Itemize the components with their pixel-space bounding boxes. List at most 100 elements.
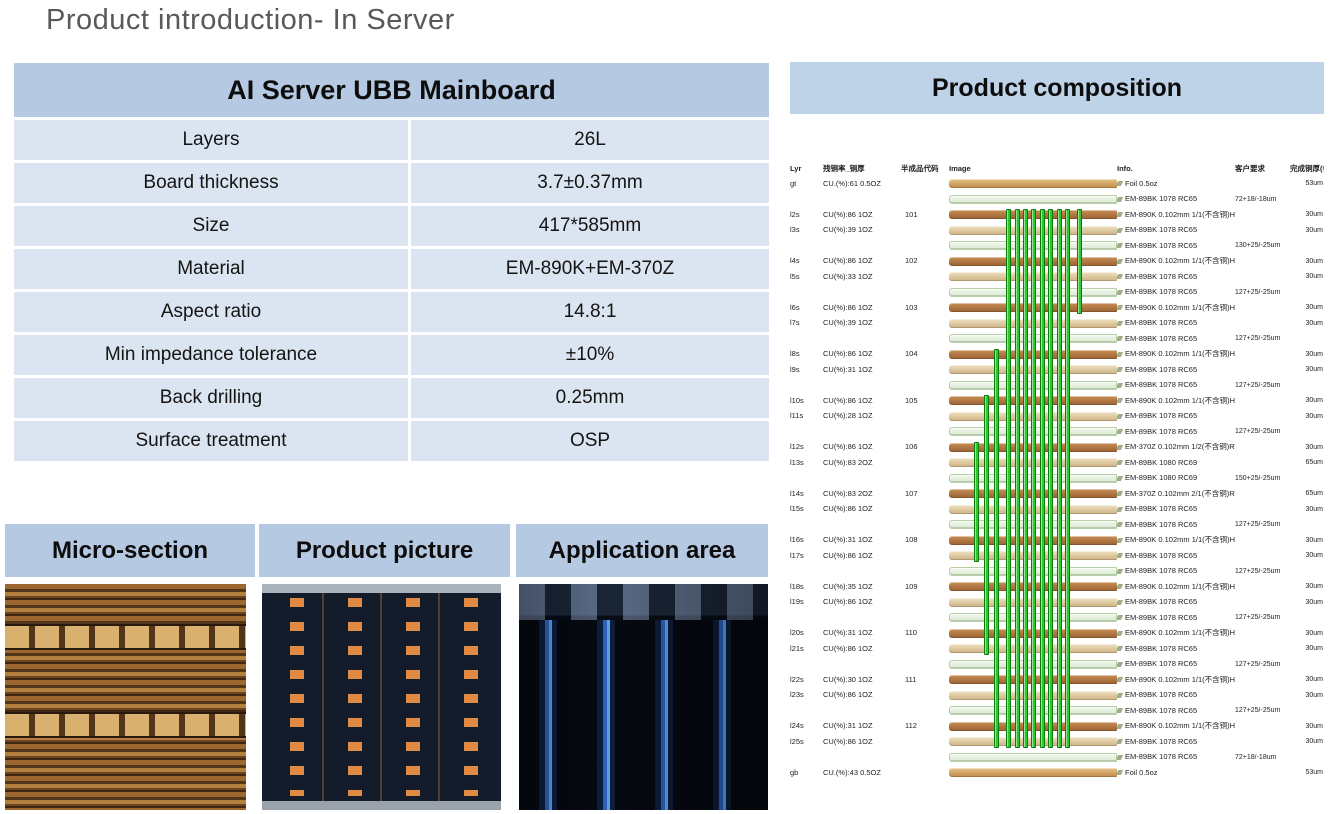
panel-header-application-area: Application area — [516, 524, 768, 577]
stackup-layer-name: l6s — [790, 303, 800, 312]
stackup-layer-bar — [949, 179, 1117, 189]
stackup-copper-ratio: CU(%):86 1OZ — [823, 443, 873, 452]
stackup-semi-product-code: 111 — [905, 675, 917, 684]
stackup-semi-product-code: 107 — [905, 489, 918, 498]
stackup-material-info: EM-89BK 1078 RC65 — [1117, 738, 1235, 746]
stackup-copper-ratio: CU.(%):43 0.5OZ — [823, 768, 881, 777]
stackup-customer-requirement: 72+18/-18um — [1235, 753, 1277, 761]
stackup-copper-ratio: CU(%):33 1OZ — [823, 272, 873, 281]
composition-title: Product composition — [790, 62, 1324, 114]
stackup-material-info: EM-89BK 1078 RC65 — [1117, 552, 1235, 560]
stackup-material-info: EM-89BK 1078 RC65 — [1117, 195, 1235, 203]
stackup-material-info: EM-89BK 1078 RC65 — [1117, 335, 1235, 343]
stackup-copper-ratio: CU(%):86 1OZ — [823, 350, 873, 359]
stackup-layer-bar-cell — [949, 752, 1117, 762]
stackup-finished-thickness: 30um — [1305, 304, 1323, 312]
micro-section-copper-band — [5, 624, 246, 650]
stackup-copper-ratio: CU(%):83 2OZ — [823, 489, 873, 498]
stackup-material-info: EM-89BK 1078 RC65 — [1117, 691, 1235, 699]
stackup-copper-ratio: CU(%):86 1OZ — [823, 644, 873, 653]
stackup-copper-ratio: CU(%):86 1OZ — [823, 257, 873, 266]
stackup-copper-ratio: CU(%):31 1OZ — [823, 722, 873, 731]
stackup-finished-thickness: 30um — [1305, 691, 1323, 699]
stackup-layer-name: l2s — [790, 210, 800, 219]
pcb-component-column — [464, 597, 478, 797]
stackup-material-info: EM-89BK 1078 RC65 — [1117, 319, 1235, 327]
stackup-copper-ratio: CU(%):86 1OZ — [823, 551, 873, 560]
stackup-layer-bar-cell — [949, 768, 1117, 778]
stackup-finished-thickness: 30um — [1305, 536, 1323, 544]
stackup-semi-product-code: 108 — [905, 536, 918, 545]
stackup-semi-product-code: 110 — [905, 629, 917, 638]
stackup-copper-ratio: CU(%):39 1OZ — [823, 226, 873, 235]
via-bar — [994, 348, 1000, 748]
pcb-component-column — [290, 597, 304, 797]
stackup-semi-product-code: 106 — [905, 443, 918, 452]
stackup-copper-ratio: CU.(%):61 0.5OZ — [823, 179, 881, 188]
stackup-finished-thickness: 30um — [1305, 211, 1323, 219]
spec-label: Board thickness — [14, 163, 408, 203]
stackup-copper-ratio: CU(%):28 1OZ — [823, 412, 873, 421]
product-picture-image — [262, 584, 501, 810]
spec-label: Layers — [14, 120, 408, 160]
stackup-copper-ratio: CU(%):86 1OZ — [823, 691, 873, 700]
stackup-material-info: EM-890K 0.102mm 1/1(不含铜)HVLP — [1117, 536, 1235, 544]
stackup-layer-name: l11s — [790, 412, 804, 421]
spec-label: Back drilling — [14, 378, 408, 418]
stackup-material-info: EM-89BK 1078 RC65 — [1117, 412, 1235, 420]
stackup-finished-thickness: 53um — [1305, 180, 1323, 188]
stackup-material-info: EM-890K 0.102mm 1/1(不含铜)HVLP — [1117, 583, 1235, 591]
stackup-finished-thickness: 65um — [1305, 490, 1323, 498]
stackup-layer-name: gb — [790, 768, 799, 777]
via-bar — [1039, 209, 1045, 748]
via-bar — [1076, 209, 1082, 314]
spec-value: 14.8:1 — [411, 292, 769, 332]
stackup-layer-name: l4s — [790, 257, 800, 266]
stackup-layer-bar — [949, 194, 1117, 204]
stackup-material-info: EM-89BK 1078 RC65 — [1117, 288, 1235, 296]
stackup-finished-thickness: 30um — [1305, 505, 1323, 513]
stackup-finished-thickness: 30um — [1305, 645, 1323, 653]
stackup-semi-product-code: 104 — [905, 350, 918, 359]
stackup-layer-name: l13s — [790, 458, 804, 467]
stackup-copper-ratio: CU(%):86 1OZ — [823, 737, 873, 746]
stackup-semi-product-code: 102 — [905, 257, 918, 266]
stackup-semi-product-code: 109 — [905, 582, 918, 591]
stackup-finished-thickness: 30um — [1305, 273, 1323, 281]
stackup-layer-bar — [949, 752, 1117, 762]
stackup-material-info: EM-890K 0.102mm 1/1(不含铜)HVLP — [1117, 304, 1235, 312]
spec-value: EM-890K+EM-370Z — [411, 249, 769, 289]
stackup-copper-ratio: CU(%):86 1OZ — [823, 505, 873, 514]
stackup-finished-thickness: 30um — [1305, 226, 1323, 234]
stackup-customer-requirement: 127+25/-25um — [1235, 660, 1281, 668]
stackup-layer-name: l7s — [790, 319, 800, 328]
pcb-trace — [438, 593, 440, 801]
stackup-copper-ratio: CU(%):39 1OZ — [823, 319, 873, 328]
server-room-ceiling-lights — [519, 584, 768, 621]
stackup-finished-thickness: 30um — [1305, 629, 1323, 637]
stackup-material-info: Foil 0.5oz — [1117, 180, 1235, 188]
stackup-layer-name: l14s — [790, 489, 804, 498]
spec-label: Aspect ratio — [14, 292, 408, 332]
stackup-finished-thickness: 30um — [1305, 350, 1323, 358]
stackup-layer-name: l23s — [790, 691, 804, 700]
stackup-customer-requirement: 127+25/-25um — [1235, 567, 1281, 575]
server-room-shade — [519, 584, 768, 810]
stackup-finished-thickness: 30um — [1305, 443, 1323, 451]
stackup-customer-requirement: 130+25/-25um — [1235, 242, 1281, 250]
stackup-layer-name: gt — [790, 179, 797, 188]
stackup-semi-product-code: 105 — [905, 396, 918, 405]
stackup-material-info: EM-89BK 1078 RC65 — [1117, 707, 1235, 715]
via-bar — [984, 395, 990, 655]
via-bar — [974, 441, 980, 562]
stackup-layer-name: l21s — [790, 644, 804, 653]
stackup-finished-thickness: 30um — [1305, 257, 1323, 265]
stackup-material-info: EM-890K 0.102mm 1/1(不含铜)HVLP — [1117, 257, 1235, 265]
stackup-material-info: EM-89BK 1078 RC65 — [1117, 521, 1235, 529]
pcb-trace — [380, 593, 382, 801]
